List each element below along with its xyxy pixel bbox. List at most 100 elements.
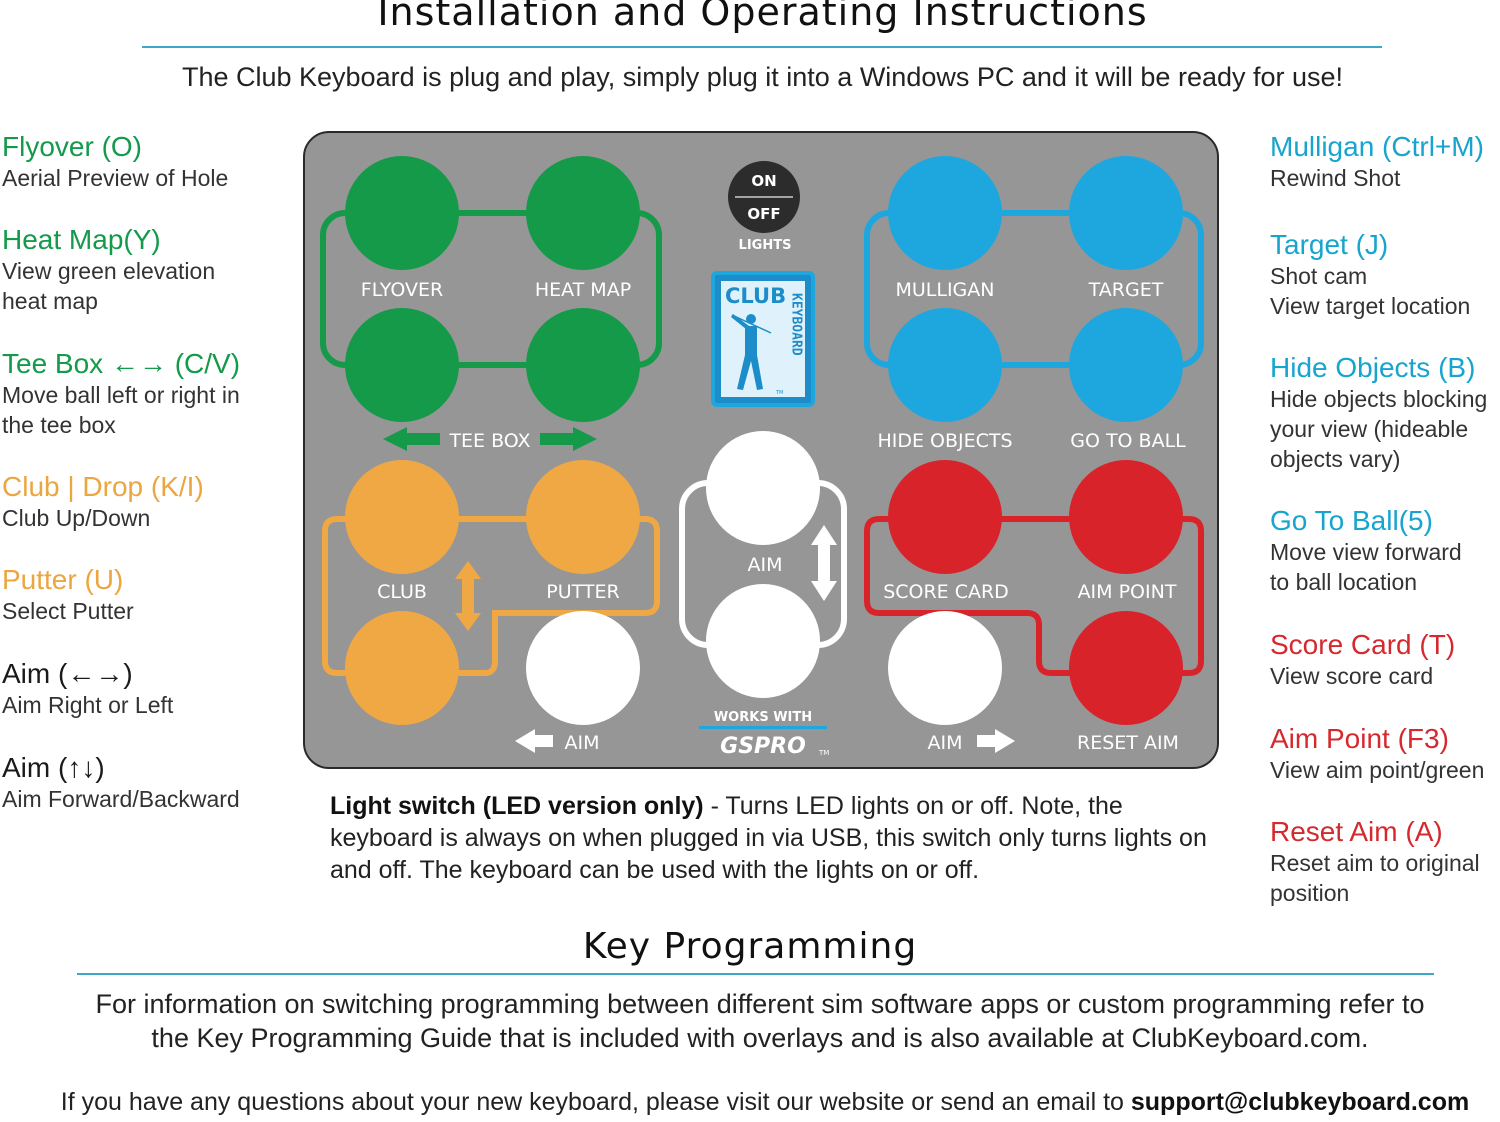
- legend-desc: View green elevation: [2, 258, 216, 284]
- light-switch-heading: Light switch (LED version only): [330, 792, 704, 820]
- go-to-ball-key[interactable]: [1069, 308, 1183, 422]
- golfer-icon: [731, 314, 772, 390]
- support-email-link[interactable]: support@clubkeyboard.com: [1130, 1088, 1470, 1116]
- legend-title: Target (J): [1270, 229, 1389, 260]
- light-switch-text: - Turns LED lights on or off. Note, the …: [330, 792, 1207, 884]
- blue-connectors: [864, 210, 1204, 368]
- score-card-label: SCORE CARD: [883, 581, 1009, 603]
- legend-desc: position: [1270, 880, 1350, 906]
- legend-title: Reset Aim (A): [1270, 816, 1443, 847]
- logo-keyboard-vertical: KEYBOARD: [789, 293, 804, 356]
- club-up-key[interactable]: [345, 460, 459, 574]
- support-line: If you have any questions about your new…: [0, 1088, 1500, 1117]
- tee-box-left-key[interactable]: [345, 308, 459, 422]
- legend-desc: Aim Forward/Backward: [2, 786, 240, 812]
- legend-title: Go To Ball(5): [1270, 505, 1433, 536]
- key-programming-line-1: For information on switching programming…: [95, 989, 1425, 1019]
- legend-desc: the tee box: [2, 412, 116, 438]
- legend-aim-fb: Aim (↑↓) Aim Forward/Backward: [2, 752, 262, 814]
- target-key[interactable]: [1069, 156, 1183, 270]
- keyboard-illustration: FLYOVER HEAT MAP TEE BOX CLUB PUTTER AIM…: [320, 156, 1204, 759]
- orange-connectors: [322, 516, 660, 676]
- aim-left-arrow-icon: [515, 729, 553, 753]
- tee-box-right-arrow-icon: [540, 427, 597, 451]
- legend-desc: to ball location: [1270, 569, 1418, 595]
- key-programming-text: For information on switching programming…: [40, 987, 1480, 1055]
- legend-title: Score Card (T): [1270, 629, 1456, 660]
- aim-left-label: AIM: [565, 732, 600, 754]
- legend-flyover: Flyover (O) Aerial Preview of Hole: [2, 131, 262, 193]
- legend-score-card: Score Card (T) View score card: [1270, 629, 1500, 691]
- aim-right-label: AIM: [928, 732, 963, 754]
- club-keyboard-logo: CLUB KEYBOARD TM: [711, 271, 815, 407]
- legend-desc: Aerial Preview of Hole: [2, 165, 229, 191]
- legend-aim-lr: Aim (←→) Aim Right or Left: [2, 658, 262, 720]
- lights-switch[interactable]: ON OFF: [728, 161, 800, 233]
- legend-title: Putter (U): [2, 564, 124, 595]
- club-down-key[interactable]: [345, 611, 459, 725]
- aim-point-label: AIM POINT: [1078, 581, 1177, 603]
- legend-desc: Move ball left or right in: [2, 382, 240, 408]
- legend-desc: objects vary): [1270, 446, 1401, 472]
- club-updown-arrow-icon: [455, 561, 481, 631]
- green-connectors: [320, 210, 662, 368]
- legend-desc: View target location: [1270, 293, 1471, 319]
- switch-off-label: OFF: [747, 205, 780, 223]
- putter-key[interactable]: [526, 460, 640, 574]
- tee-box-label: TEE BOX: [448, 430, 530, 452]
- works-with-underline: [699, 726, 827, 729]
- flyover-label: FLYOVER: [361, 279, 443, 301]
- tee-box-right-key[interactable]: [526, 308, 640, 422]
- page-title: Installation and Operating Instructions: [377, 0, 1148, 34]
- logo-tm: TM: [775, 390, 783, 396]
- legend-desc: Aim Right or Left: [2, 692, 174, 718]
- putter-label: PUTTER: [546, 581, 619, 603]
- legend-title: Tee Box ←→ (C/V): [2, 348, 241, 379]
- legend-title: Flyover (O): [2, 131, 142, 162]
- heat-map-label: HEAT MAP: [535, 279, 631, 301]
- legend-desc: your view (hideable: [1270, 416, 1469, 442]
- legend-desc: Hide objects blocking: [1270, 386, 1488, 412]
- mulligan-label: MULLIGAN: [895, 279, 994, 301]
- legend-mulligan: Mulligan (Ctrl+M) Rewind Shot: [1270, 131, 1500, 193]
- legend-desc: Move view forward: [1270, 539, 1462, 565]
- hide-objects-key[interactable]: [888, 308, 1002, 422]
- tee-box-left-arrow-icon: [383, 427, 440, 451]
- red-connectors: [864, 516, 1204, 676]
- legend-title: Club | Drop (K/I): [2, 471, 204, 502]
- switch-caption: LIGHTS: [739, 238, 792, 253]
- light-switch-note: Light switch (LED version only) - Turns …: [330, 790, 1220, 886]
- aim-backward-key[interactable]: [706, 584, 820, 698]
- title-divider: [142, 46, 1382, 48]
- aim-forward-key[interactable]: [706, 431, 820, 545]
- gspro-text: GSPRO: [720, 734, 806, 759]
- score-card-key[interactable]: [888, 460, 1002, 574]
- flyover-key[interactable]: [345, 156, 459, 270]
- legend-desc: Rewind Shot: [1270, 165, 1401, 191]
- legend-target: Target (J) Shot cam View target location: [1270, 229, 1500, 321]
- legend-desc: heat map: [2, 288, 98, 314]
- key-programming-line-2: the Key Programming Guide that is includ…: [151, 1023, 1369, 1053]
- aim-point-key[interactable]: [1069, 460, 1183, 574]
- heat-map-key[interactable]: [526, 156, 640, 270]
- legend-title: Aim Point (F3): [1270, 723, 1449, 754]
- legend-reset-aim: Reset Aim (A) Reset aim to original posi…: [1270, 816, 1500, 908]
- legend-go-to-ball: Go To Ball(5) Move view forward to ball …: [1270, 505, 1500, 597]
- legend-putter: Putter (U) Select Putter: [2, 564, 262, 626]
- aim-left-key[interactable]: [526, 611, 640, 725]
- legend-desc: Reset aim to original: [1270, 850, 1480, 876]
- aim-updown-arrow-icon: [811, 525, 837, 601]
- legend-desc: View aim point/green: [1270, 757, 1485, 783]
- support-text: If you have any questions about your new…: [60, 1088, 1131, 1116]
- legend-aim-point: Aim Point (F3) View aim point/green: [1270, 723, 1500, 785]
- legend-desc: Select Putter: [2, 598, 134, 624]
- mulligan-key[interactable]: [888, 156, 1002, 270]
- club-keyboard: FLYOVER HEAT MAP TEE BOX CLUB PUTTER AIM…: [303, 131, 1219, 769]
- hide-objects-label: HIDE OBJECTS: [877, 430, 1012, 452]
- go-to-ball-label: GO TO BALL: [1070, 430, 1186, 452]
- logo-club-text: CLUB: [725, 284, 786, 308]
- club-label: CLUB: [377, 581, 427, 603]
- legend-title: Aim (←→): [2, 658, 133, 689]
- aim-right-key[interactable]: [888, 611, 1002, 725]
- reset-aim-key[interactable]: [1069, 611, 1183, 725]
